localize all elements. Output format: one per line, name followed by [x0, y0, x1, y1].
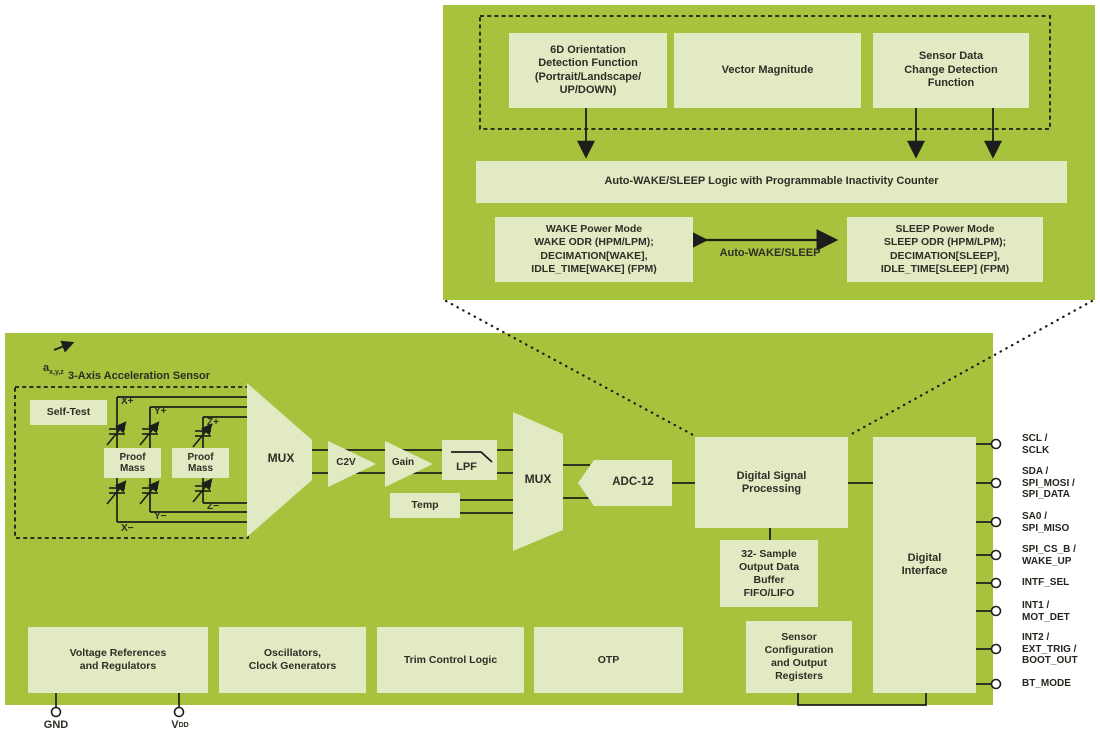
sensor-section-title: 3-Axis Acceleration Sensor — [68, 370, 211, 382]
block-oscillators: Oscillators, Clock Generators — [219, 627, 366, 693]
vdd-terminal — [173, 706, 185, 718]
block-voltage-references: Voltage References and Regulators — [28, 627, 208, 693]
electrode-y-minus: Y− — [154, 511, 167, 522]
block-vector-magnitude: Vector Magnitude — [674, 33, 861, 108]
block-trim-control: Trim Control Logic — [377, 627, 524, 693]
accel-vector-subscript: x,y,z — [49, 369, 64, 377]
mux1-label: MUX — [267, 451, 295, 465]
block-auto-wake-sleep-logic: Auto-WAKE/SLEEP Logic with Programmable … — [476, 161, 1067, 203]
block-output-buffer: 32- Sample Output Data Buffer FIFO/LIFO — [720, 540, 818, 607]
vdd-subscript: DD — [178, 722, 189, 729]
pin-label-spi-cs-b: SPI_CS_B / WAKE_UP — [1022, 544, 1076, 567]
pin-label-int1: INT1 / MOT_DET — [1022, 600, 1070, 623]
accel-vector-base: a — [43, 362, 50, 374]
block-wake-power-mode: WAKE Power Mode WAKE ODR (HPM/LPM); DECI… — [495, 217, 693, 282]
block-self-test: Self-Test — [30, 400, 107, 425]
block-sensor-config: Sensor Configuration and Output Register… — [746, 621, 852, 693]
block-lpf: LPF — [442, 440, 497, 480]
gnd-terminal — [50, 706, 62, 718]
block-dsp: Digital Signal Processing — [695, 437, 848, 528]
electrode-y-plus: Y+ — [154, 406, 167, 417]
pin-label-sda: SDA / SPI_MOSI / SPI_DATA — [1022, 466, 1075, 500]
electrode-z-plus: Z+ — [207, 417, 219, 428]
block-sensor-data-change: Sensor Data Change Detection Function — [873, 33, 1029, 108]
block-digital-interface: Digital Interface — [873, 437, 976, 693]
pin-label-intf-sel: INTF_SEL — [1022, 577, 1070, 588]
electrode-x-minus: X− — [121, 523, 134, 534]
gnd-label: GND — [43, 719, 69, 731]
vdd-base: V — [171, 719, 179, 731]
electrode-x-plus: X+ — [121, 396, 134, 407]
block-temp: Temp — [390, 493, 460, 518]
lpf-label: LPF — [456, 461, 477, 473]
accel-vector-label: ax,y,z — [43, 352, 64, 378]
block-sleep-power-mode: SLEEP Power Mode SLEEP ODR (HPM/LPM); DE… — [847, 217, 1043, 282]
electrode-z-minus: Z− — [207, 501, 219, 512]
block-6d-orientation: 6D Orientation Detection Function (Portr… — [509, 33, 667, 108]
pin-label-int2: INT2 / EXT_TRIG / BOOT_OUT — [1022, 632, 1078, 666]
c2v-label: C2V — [336, 457, 356, 468]
auto-wake-sleep-transition-label: Auto-WAKE/SLEEP — [719, 247, 821, 259]
pin-label-sa0: SA0 / SPI_MISO — [1022, 511, 1070, 534]
mux2-label: MUX — [524, 472, 552, 486]
block-proof-mass-z: Proof Mass — [172, 448, 229, 478]
block-otp: OTP — [534, 627, 683, 693]
block-proof-mass-xy: Proof Mass — [104, 448, 161, 478]
pin-label-scl: SCL / SCLK — [1022, 433, 1050, 456]
low-pass-filter-icon — [451, 451, 493, 463]
gain-label: Gain — [391, 457, 415, 468]
pin-label-bt-mode: BT_MODE — [1022, 678, 1071, 689]
adc12-label: ADC-12 — [612, 476, 654, 488]
